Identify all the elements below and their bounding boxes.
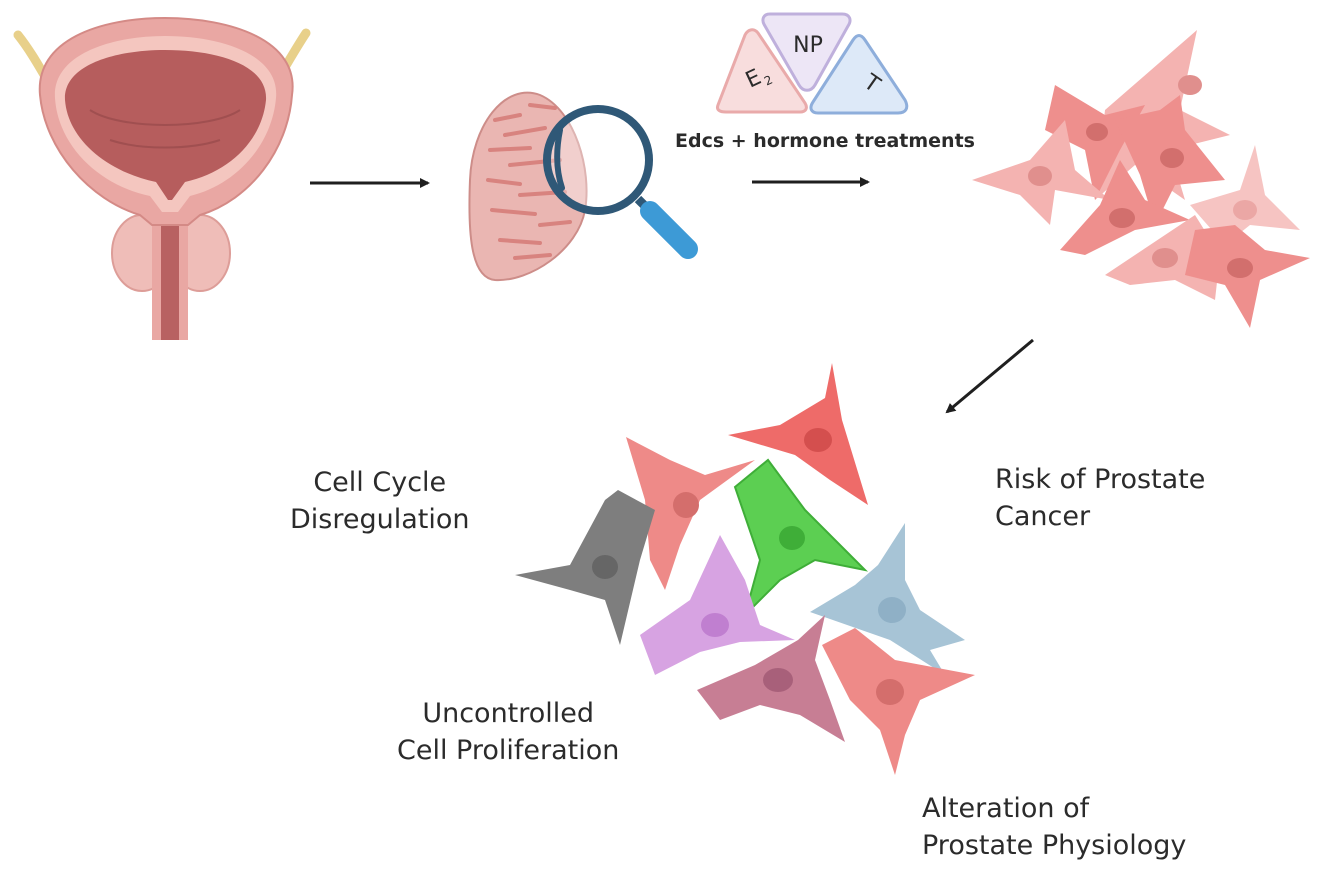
np-label: NP [793, 33, 823, 58]
cell [972, 120, 1110, 225]
cell-salmon [626, 437, 755, 590]
label-proliferation-line1: Uncontrolled [422, 698, 595, 729]
np-triangle [761, 12, 852, 92]
bladder-prostate-icon [13, 16, 311, 340]
cell [1105, 215, 1220, 300]
outcome-cell-cluster [515, 363, 975, 775]
hormone-triangles: E 2 NP T Edcs + hormone treatments [675, 12, 975, 152]
cell [1045, 85, 1145, 200]
label-proliferation: Uncontrolled Cell Proliferation [397, 695, 619, 769]
cell-red-bottom [822, 628, 975, 775]
label-alteration-line2: Prostate Physiology [922, 830, 1187, 861]
magnifier-icon [543, 105, 698, 259]
label-cell-cycle: Cell Cycle Disregulation [290, 464, 470, 538]
hormone-caption: Edcs + hormone treatments [675, 130, 975, 152]
treated-cell-cluster [972, 30, 1310, 328]
e2-triangle [716, 28, 808, 114]
cell-purple [640, 535, 795, 675]
cell-blue [810, 523, 965, 675]
label-risk-line1: Risk of Prostate [995, 464, 1206, 495]
cell [1185, 225, 1310, 328]
cell-mauve [697, 615, 845, 742]
cell-gray [515, 490, 655, 645]
label-risk: Risk of Prostate Cancer [995, 461, 1205, 535]
label-alteration-line1: Alteration of [922, 793, 1090, 824]
label-alteration: Alteration of Prostate Physiology [922, 790, 1186, 864]
cell [1115, 95, 1225, 225]
arrow-to-outcomes [945, 338, 1034, 414]
cell-green [733, 458, 869, 619]
label-proliferation-line2: Cell Proliferation [397, 735, 620, 766]
label-risk-line2: Cancer [995, 501, 1091, 532]
t-triangle [809, 34, 909, 115]
cell [1060, 160, 1190, 255]
label-cell-cycle-line2: Disregulation [290, 504, 470, 535]
label-cell-cycle-line1: Cell Cycle [313, 467, 447, 498]
cell-red-top [728, 363, 868, 505]
cell [1190, 145, 1300, 245]
